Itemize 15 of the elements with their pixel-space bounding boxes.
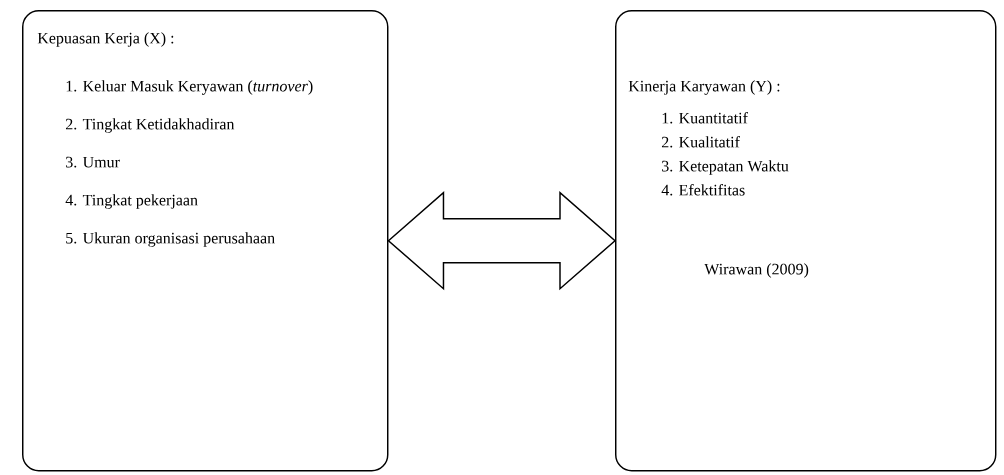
list-item: 5. Ukuran organisasi perusahaan [66, 232, 275, 247]
list-item: 2. Tingkat Ketidakhadiran [66, 118, 235, 133]
heading: Kepuasan Kerja (X) : [37, 32, 174, 47]
citation: Wirawan (2009) [704, 263, 809, 278]
list-item: 1. Keluar Masuk Keryawan (turnover) [66, 80, 313, 95]
heading: Kinerja Karyawan (Y) : [628, 80, 780, 95]
list-item: 4. Tingkat pekerjaan [65, 194, 198, 209]
list-item: 4. Efektifitas [661, 184, 745, 196]
list-item: 2. Kualitatif [662, 136, 740, 148]
list-item: 1. Kuantitatif [662, 112, 748, 124]
text-box [615, 10, 997, 472]
text-box [22, 10, 389, 472]
list-item: 3. Ketepatan Waktu [662, 160, 789, 175]
double-arrow [387, 191, 617, 291]
list-item: 3. Umur [66, 156, 120, 168]
